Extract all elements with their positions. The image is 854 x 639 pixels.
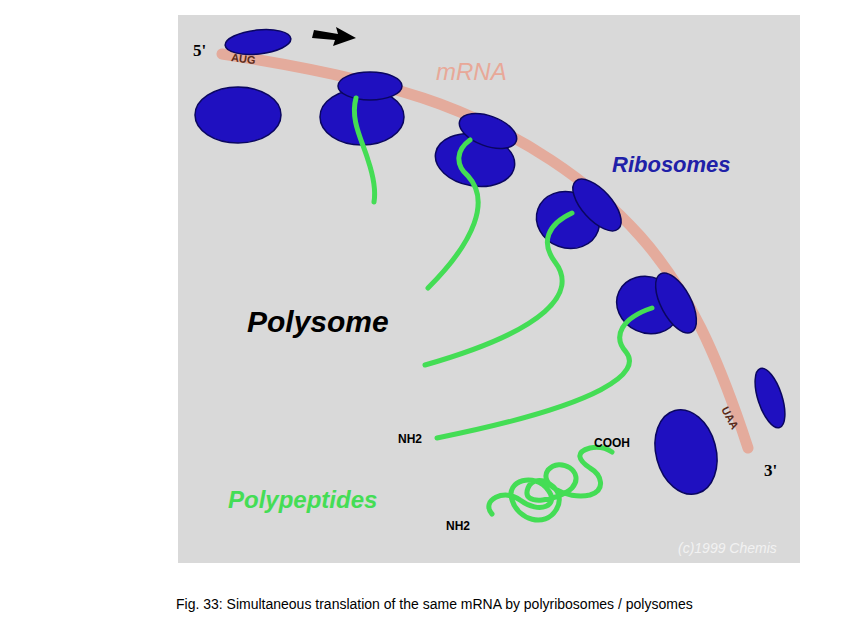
figure-caption: Fig. 33: Simultaneous translation of the… [176,597,693,611]
copyright-label: (c)1999 Chemis [678,541,777,555]
polysome-label: Polysome [247,307,389,337]
terminus-label: NH2 [398,433,422,445]
small-subunit [338,72,402,100]
direction-arrow [312,27,356,46]
mrna-label: mRNA [436,60,507,84]
ribosome-group [195,27,791,502]
background-panel [178,15,800,563]
ribosomes-label: Ribosomes [612,154,731,176]
folded-polypeptide [489,447,612,520]
terminus-label: COOH [594,437,630,449]
terminus-label: NH2 [446,520,470,532]
mrna-strand [222,54,748,448]
end-label: 5' [193,42,206,59]
large-subunit [646,403,726,502]
polypeptide-chain [354,98,374,202]
polypeptide-chain [425,213,572,365]
small-subunit [647,267,704,339]
small-subunit [749,365,791,431]
polypeptide-chain [428,140,478,288]
end-label: 3' [764,462,777,479]
polypeptides-label: Polypeptides [228,488,377,512]
polypeptide-chain [437,308,652,438]
large-subunit [195,87,281,143]
polypeptide-group [354,98,652,520]
small-subunit [564,171,629,239]
